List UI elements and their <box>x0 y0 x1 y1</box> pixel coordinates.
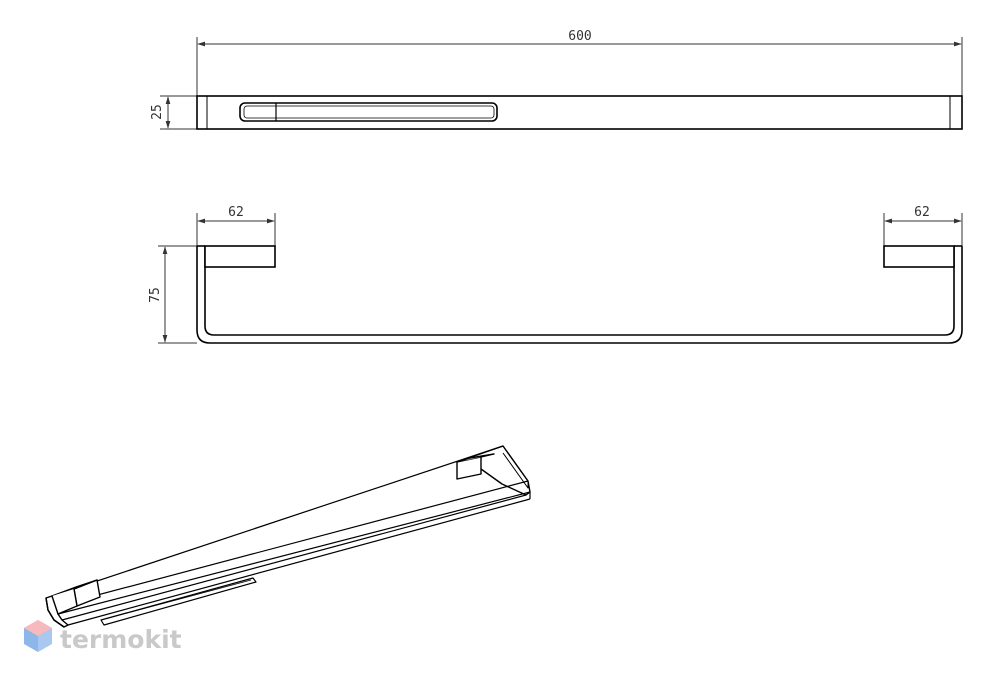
height-dimension-label: 75 <box>148 287 163 303</box>
left-offset-label: 62 <box>228 205 244 220</box>
top-view: 600 25 <box>150 29 963 130</box>
right-offset-dimension <box>883 213 963 248</box>
termokit-logo-icon <box>24 620 52 652</box>
iso-bar-slot <box>100 577 257 626</box>
bar-front-profile <box>196 245 963 344</box>
watermark: termokit <box>24 620 182 654</box>
bar-slot <box>239 102 498 122</box>
iso-bar <box>51 445 531 626</box>
height-dimension <box>158 245 197 344</box>
depth-dimension-label: 25 <box>150 104 165 120</box>
width-dimension <box>196 37 963 97</box>
depth-dimension <box>160 95 197 130</box>
left-offset-dimension <box>196 213 276 248</box>
width-dimension-label: 600 <box>568 29 591 44</box>
iso-left-block <box>51 579 101 615</box>
watermark-text: termokit <box>60 625 182 654</box>
isometric-view <box>45 445 531 628</box>
iso-right-block <box>456 453 495 480</box>
mounting-blocks <box>204 245 955 268</box>
front-view: 62 62 75 <box>148 205 963 344</box>
bar-top-outline <box>196 95 963 130</box>
right-offset-label: 62 <box>914 205 930 220</box>
